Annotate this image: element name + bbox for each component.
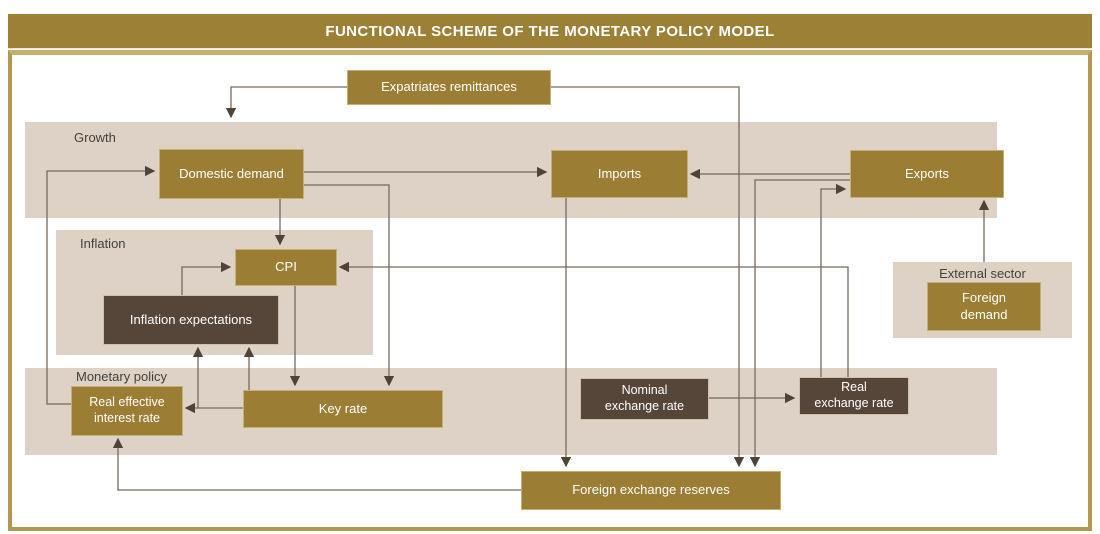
node-key-rate: Key rate bbox=[243, 390, 443, 428]
node-real-effective-interest-rate: Real effective interest rate bbox=[71, 386, 183, 436]
edge-real_exchange_rate-to-cpi bbox=[338, 261, 849, 377]
region-inflation-label: Inflation bbox=[80, 236, 126, 251]
node-nominal-exchange-rate: Nominal exchange rate bbox=[580, 378, 709, 420]
node-imports: Imports bbox=[551, 150, 688, 198]
node-foreign-demand: Foreign demand bbox=[927, 282, 1041, 331]
node-inflation-expectations: Inflation expectations bbox=[103, 295, 279, 345]
node-exports: Exports bbox=[850, 150, 1004, 198]
region-external-sector-label: External sector bbox=[939, 266, 1026, 281]
diagram-title: FUNCTIONAL SCHEME OF THE MONETARY POLICY… bbox=[325, 22, 775, 40]
node-domestic-demand: Domestic demand bbox=[159, 149, 304, 199]
edge-expatriates_remittances-to-growth_region bbox=[225, 86, 347, 119]
diagram-title-bar: FUNCTIONAL SCHEME OF THE MONETARY POLICY… bbox=[8, 14, 1092, 49]
node-real-exchange-rate: Real exchange rate bbox=[799, 377, 909, 415]
node-expatriates-remittances: Expatriates remittances bbox=[347, 70, 551, 105]
region-growth-label: Growth bbox=[74, 130, 116, 145]
node-cpi: CPI bbox=[235, 249, 337, 286]
node-foreign-exchange-reserves: Foreign exchange reserves bbox=[521, 471, 781, 510]
region-monetary-policy-label: Monetary policy bbox=[76, 369, 168, 384]
